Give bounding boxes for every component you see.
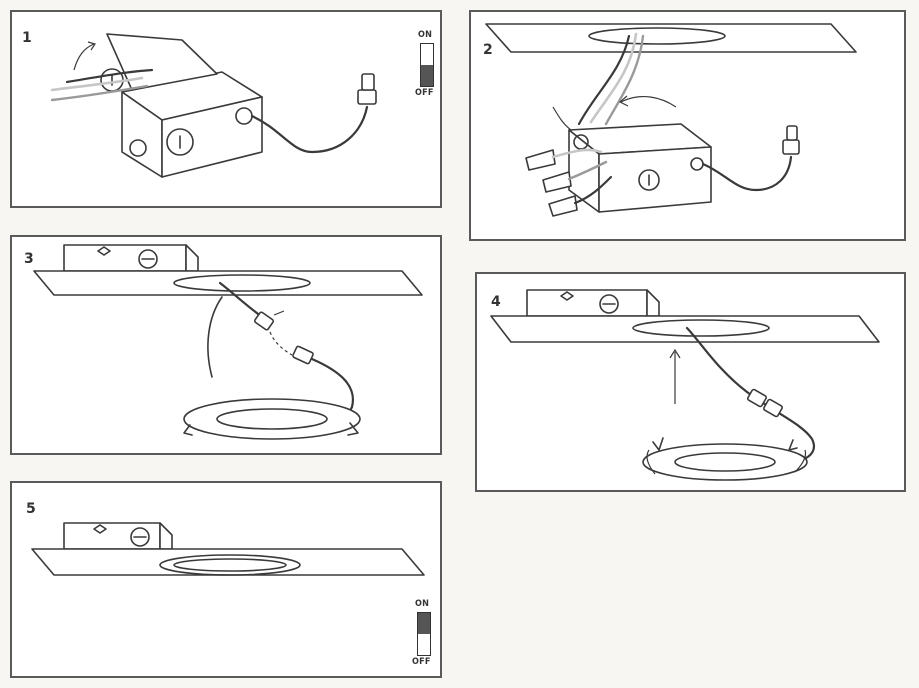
step-2-panel: 2 [469,10,906,241]
step-2-number: 2 [483,42,493,58]
switch-on-label: ON [418,30,433,40]
switch-off-label: OFF [412,657,431,667]
switch-on-label: ON [415,599,430,609]
switch-toggle-off [421,65,433,86]
power-switch-on: ON OFF [412,599,436,669]
wire-connection-illustration [485,23,857,217]
step-1-number: 1 [22,30,32,46]
step-5-panel: 5 ON OFF [10,481,442,678]
switch-off-label: OFF [415,88,434,98]
step-4-number: 4 [491,294,501,310]
step-3-number: 3 [24,251,34,267]
step-3-panel: 3 [10,235,442,455]
switch-toggle-on [418,613,430,634]
installed-fixture-illustration [31,522,425,576]
step-4-panel: 4 [475,272,906,492]
junction-box-open-illustration [50,33,377,178]
step-5-number: 5 [26,501,36,517]
switch-body [417,612,431,656]
power-switch-off: ON OFF [415,30,439,100]
step-1-panel: 1 ON OFF [10,10,442,208]
connect-fixture-illustration [33,244,423,440]
switch-body [420,43,434,87]
insert-fixture-illustration [490,289,880,481]
